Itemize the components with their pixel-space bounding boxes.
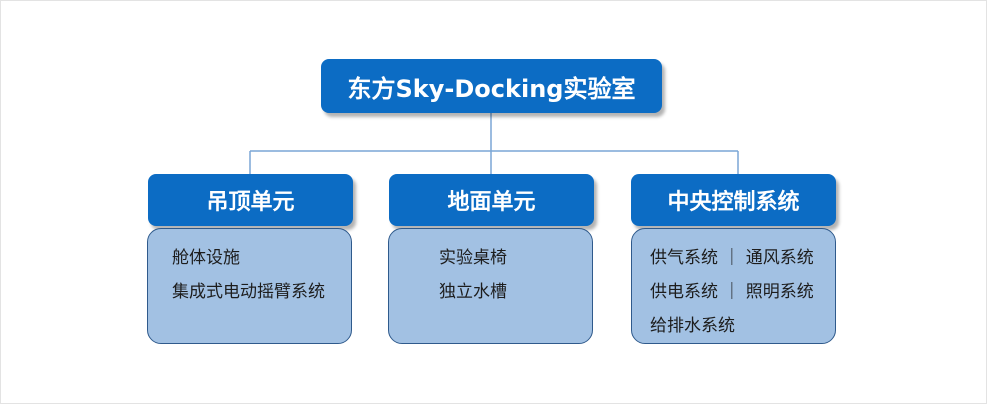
unit-item: 供电系统 ｜ 照明系统: [650, 282, 814, 302]
unit-body-ceiling: 舱体设施 集成式电动摇臂系统: [147, 228, 352, 344]
unit-header-label: 中央控制系统: [667, 190, 800, 215]
root-node: 东方Sky-Docking实验室: [321, 59, 662, 113]
unit-header-label: 吊顶单元: [206, 190, 295, 215]
unit-header-central-control: 中央控制系统: [631, 174, 836, 226]
unit-header-ceiling: 吊顶单元: [148, 174, 353, 226]
unit-header-label: 地面单元: [447, 190, 536, 215]
unit-item: 独立水槽: [439, 282, 507, 302]
unit-body-floor: 实验桌椅 独立水槽: [388, 228, 593, 344]
unit-item: 舱体设施: [172, 248, 240, 268]
unit-item: 给排水系统: [650, 316, 735, 336]
root-node-label: 东方Sky-Docking实验室: [347, 74, 636, 103]
unit-item: 集成式电动摇臂系统: [172, 282, 325, 302]
unit-item: 实验桌椅: [439, 248, 507, 268]
unit-header-floor: 地面单元: [389, 174, 594, 226]
unit-body-central-control: 供气系统 ｜ 通风系统 供电系统 ｜ 照明系统 给排水系统: [631, 228, 836, 344]
unit-item: 供气系统 ｜ 通风系统: [650, 248, 814, 268]
